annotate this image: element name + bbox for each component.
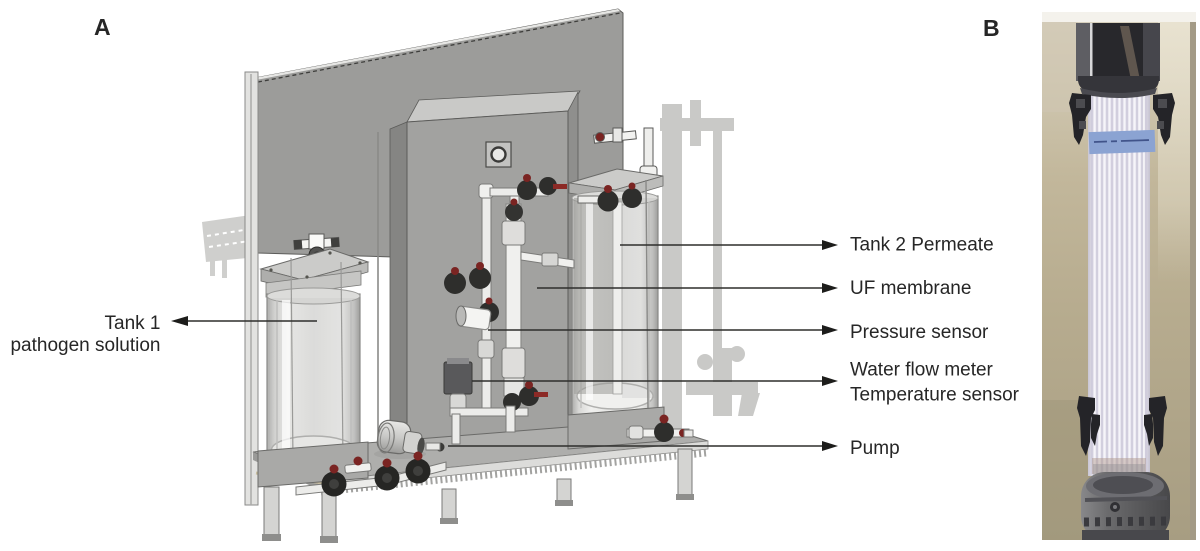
svg-text:Tank 2 Permeate: Tank 2 Permeate xyxy=(850,235,994,256)
svg-text:Pump: Pump xyxy=(850,438,900,459)
svg-text:Temperature sensor: Temperature sensor xyxy=(850,384,1020,405)
svg-text:UF membrane: UF membrane xyxy=(850,278,971,299)
svg-text:B: B xyxy=(983,15,1000,41)
svg-text:Pressure sensor: Pressure sensor xyxy=(850,322,989,343)
svg-text:Water flow meter: Water flow meter xyxy=(850,360,994,381)
svg-text:Tank 1: Tank 1 xyxy=(105,313,161,334)
svg-text:pathogen solution: pathogen solution xyxy=(10,335,160,356)
svg-text:A: A xyxy=(94,14,111,40)
